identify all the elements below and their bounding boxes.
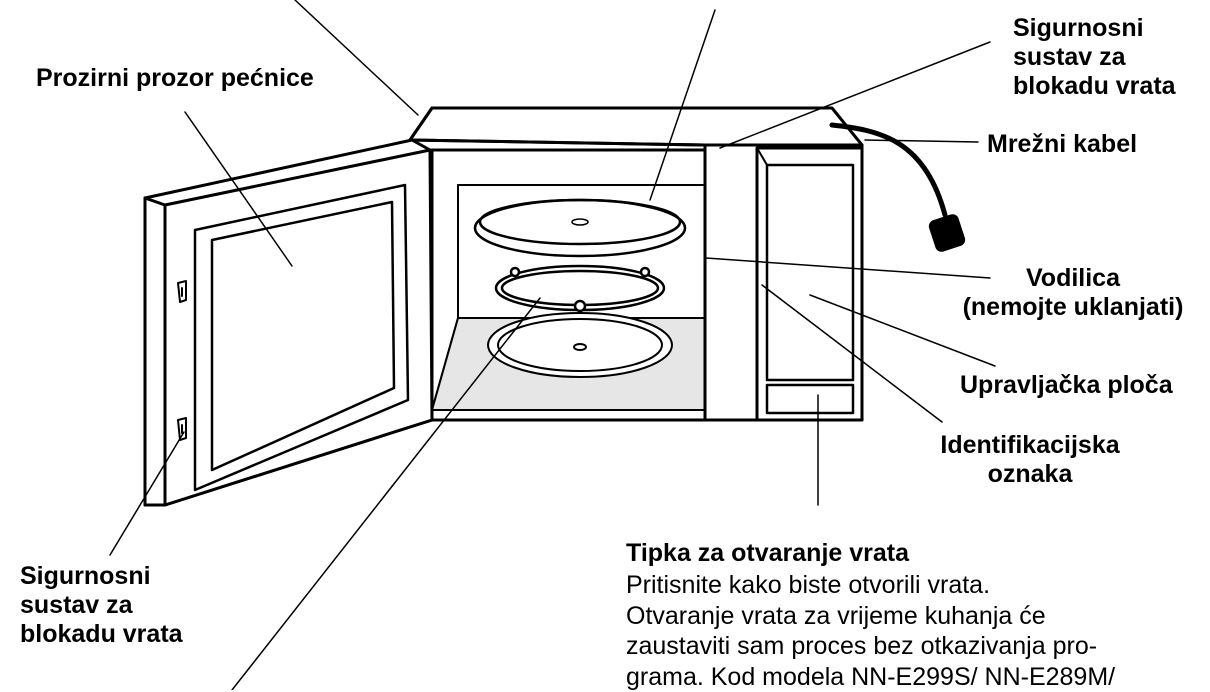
door-release-description: Tipka za otvaranje vrata Pritisnite kako… [626, 538, 1210, 692]
leader-interlock-top [720, 42, 990, 148]
door-latch-top [178, 281, 186, 302]
glass-tray [475, 200, 685, 256]
door-release-title: Tipka za otvaranje vrata [626, 538, 1210, 568]
label-interlock-bottom: Sigurnosni sustav za blokadu vrata [20, 562, 183, 649]
door-release-line: grama. Kod modela NN-E299S/ NN-E289M/ [626, 662, 1210, 692]
door-release-line: Pritisnite kako biste otvorili vrata. [626, 570, 1210, 601]
label-guide: Vodilica (nemojte uklanjati) [942, 264, 1204, 322]
control-panel [705, 145, 862, 420]
leader-top-left [295, 0, 418, 115]
label-id-marking: Identifikacijska oznaka [918, 431, 1142, 489]
label-power-cord: Mrežni kabel [987, 130, 1137, 159]
turntable-base [488, 313, 672, 377]
door-release-line: Otvaranje vrata za vrijeme kuhanja će [626, 601, 1210, 632]
oven-door [145, 140, 432, 505]
label-interlock-top: Sigurnosni sustav za blokadu vrata [1013, 14, 1176, 101]
leader-cord [865, 140, 978, 142]
label-window: Prozirni prozor pećnice [36, 64, 314, 93]
label-control-panel: Upravljačka ploča [960, 371, 1173, 400]
door-release-line: zaustaviti sam proces bez otkazivanja pr… [626, 631, 1210, 662]
